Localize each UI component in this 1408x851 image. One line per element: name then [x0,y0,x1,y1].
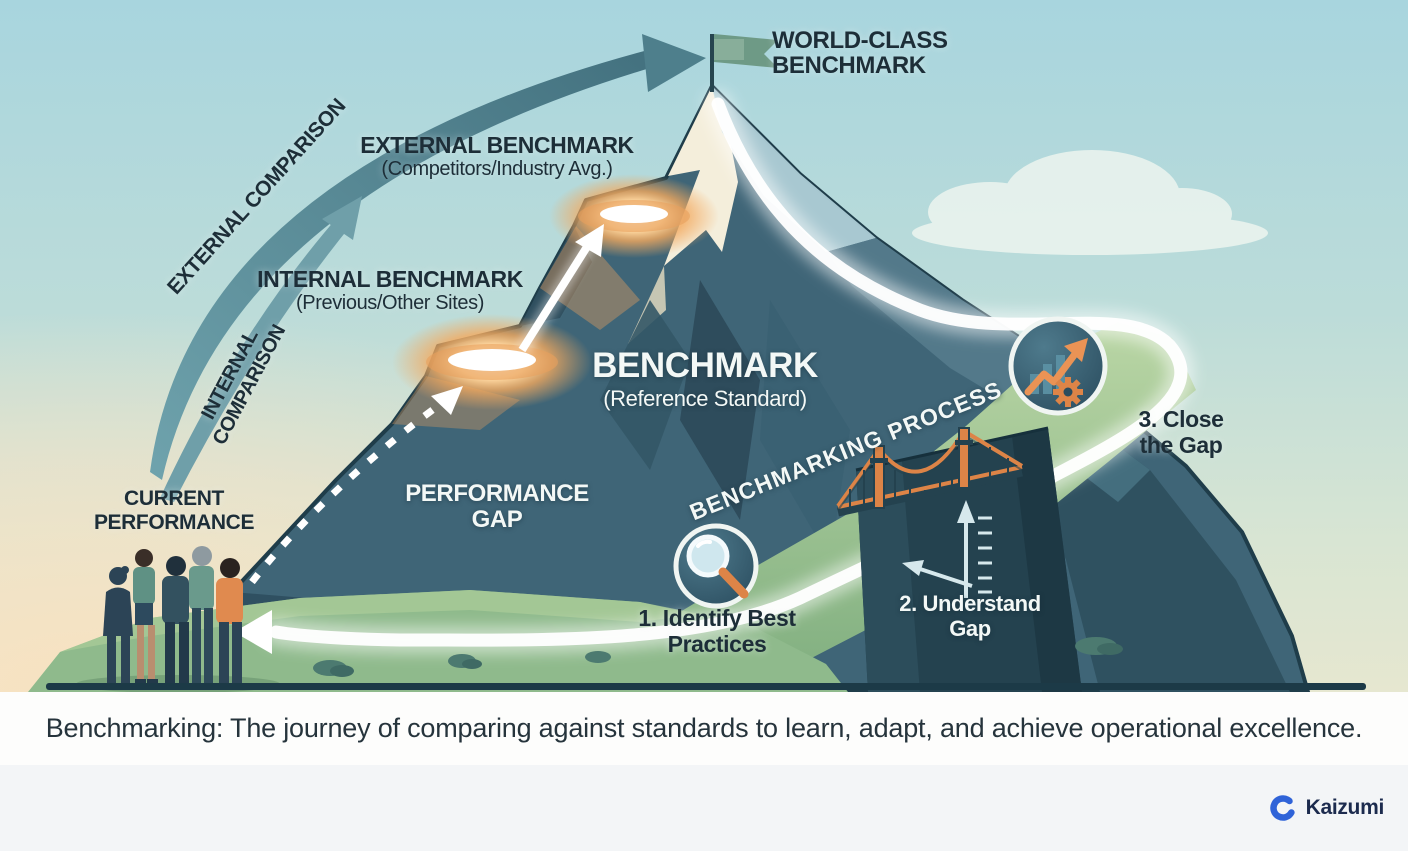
process-path [234,90,1195,654]
person [162,556,189,686]
benchmark-title: BENCHMARK [592,346,818,385]
performance-gap-label: PERFORMANCE GAP [405,480,589,534]
performance-gap-line2: GAP [471,506,523,534]
step2-understand-gap-label: 2. Understand Gap [899,591,1041,642]
internal-comparison-arrow [160,196,362,502]
benchmark-label: BENCHMARK (Reference Standard) [592,348,818,410]
internal-benchmark-ledge [392,314,592,410]
internal-benchmark-label: INTERNAL BENCHMARK (Previous/Other Sites… [257,266,523,315]
bushes [313,637,1123,677]
growth-chart-gear-icon [1008,316,1108,416]
world-class-line1: WORLD-CLASS [772,27,948,54]
external-benchmark-subtitle: (Competitors/Industry Avg.) [381,158,613,181]
clouds [912,150,1268,255]
internal-benchmark-title: INTERNAL BENCHMARK [257,266,523,292]
path-return-arrowhead [234,610,272,654]
benchmark-subtitle: (Reference Standard) [603,386,807,411]
step1-line1: 1. Identify Best [638,605,796,631]
step1-identify-best-practices-label: 1. Identify Best Practices [638,605,796,658]
step3-line1: 3. Close [1138,406,1224,432]
flag-icon [710,34,778,92]
illustration-canvas [0,0,1408,692]
step3-close-the-gap-label: 3. Close the Gap [1138,406,1223,459]
caption-text: Benchmarking: The journey of comparing a… [45,713,1363,743]
gap-measure-arrow-icon [902,500,992,598]
person [216,558,243,688]
magnifier-icon [673,523,759,609]
step2-line2: Gap [949,616,991,642]
climb-arrow [515,224,604,355]
caption-bar: Benchmarking: The journey of comparing a… [0,692,1408,765]
current-performance-line2: PERFORMANCE [93,511,255,535]
external-benchmark-ledge [549,174,719,258]
step2-line1: 2. Understand [899,591,1041,616]
internal-benchmark-subtitle: (Previous/Other Sites) [296,292,484,315]
person [189,546,214,684]
bridge-icon [836,427,1024,517]
performance-gap-line1: PERFORMANCE [405,480,589,507]
kaizumi-wave-icon [1269,795,1296,821]
external-comparison-arrow [150,34,706,480]
illustration: WORLD-CLASS BENCHMARK EXTERNAL BENCHMARK… [0,0,1408,692]
current-performance-line1: CURRENT [124,487,224,510]
step1-line2: Practices [667,630,767,657]
footer-bar: Kaizumi [0,765,1408,851]
person [133,549,158,686]
world-class-benchmark-label: WORLD-CLASS BENCHMARK [772,28,948,79]
external-benchmark-label: EXTERNAL BENCHMARK (Competitors/Industry… [360,132,634,181]
step3-line2: the Gap [1139,432,1223,459]
brand-name: Kaizumi [1305,796,1385,819]
person [103,566,133,686]
performance-gap-dashed-arrow [249,386,463,585]
gear-icon [1053,377,1083,407]
ground-line [46,683,1366,690]
external-benchmark-title: EXTERNAL BENCHMARK [360,132,634,158]
brand-logo: Kaizumi [1268,793,1384,823]
world-class-line2: BENCHMARK [772,52,926,80]
current-performance-label: CURRENT PERFORMANCE [93,487,255,536]
